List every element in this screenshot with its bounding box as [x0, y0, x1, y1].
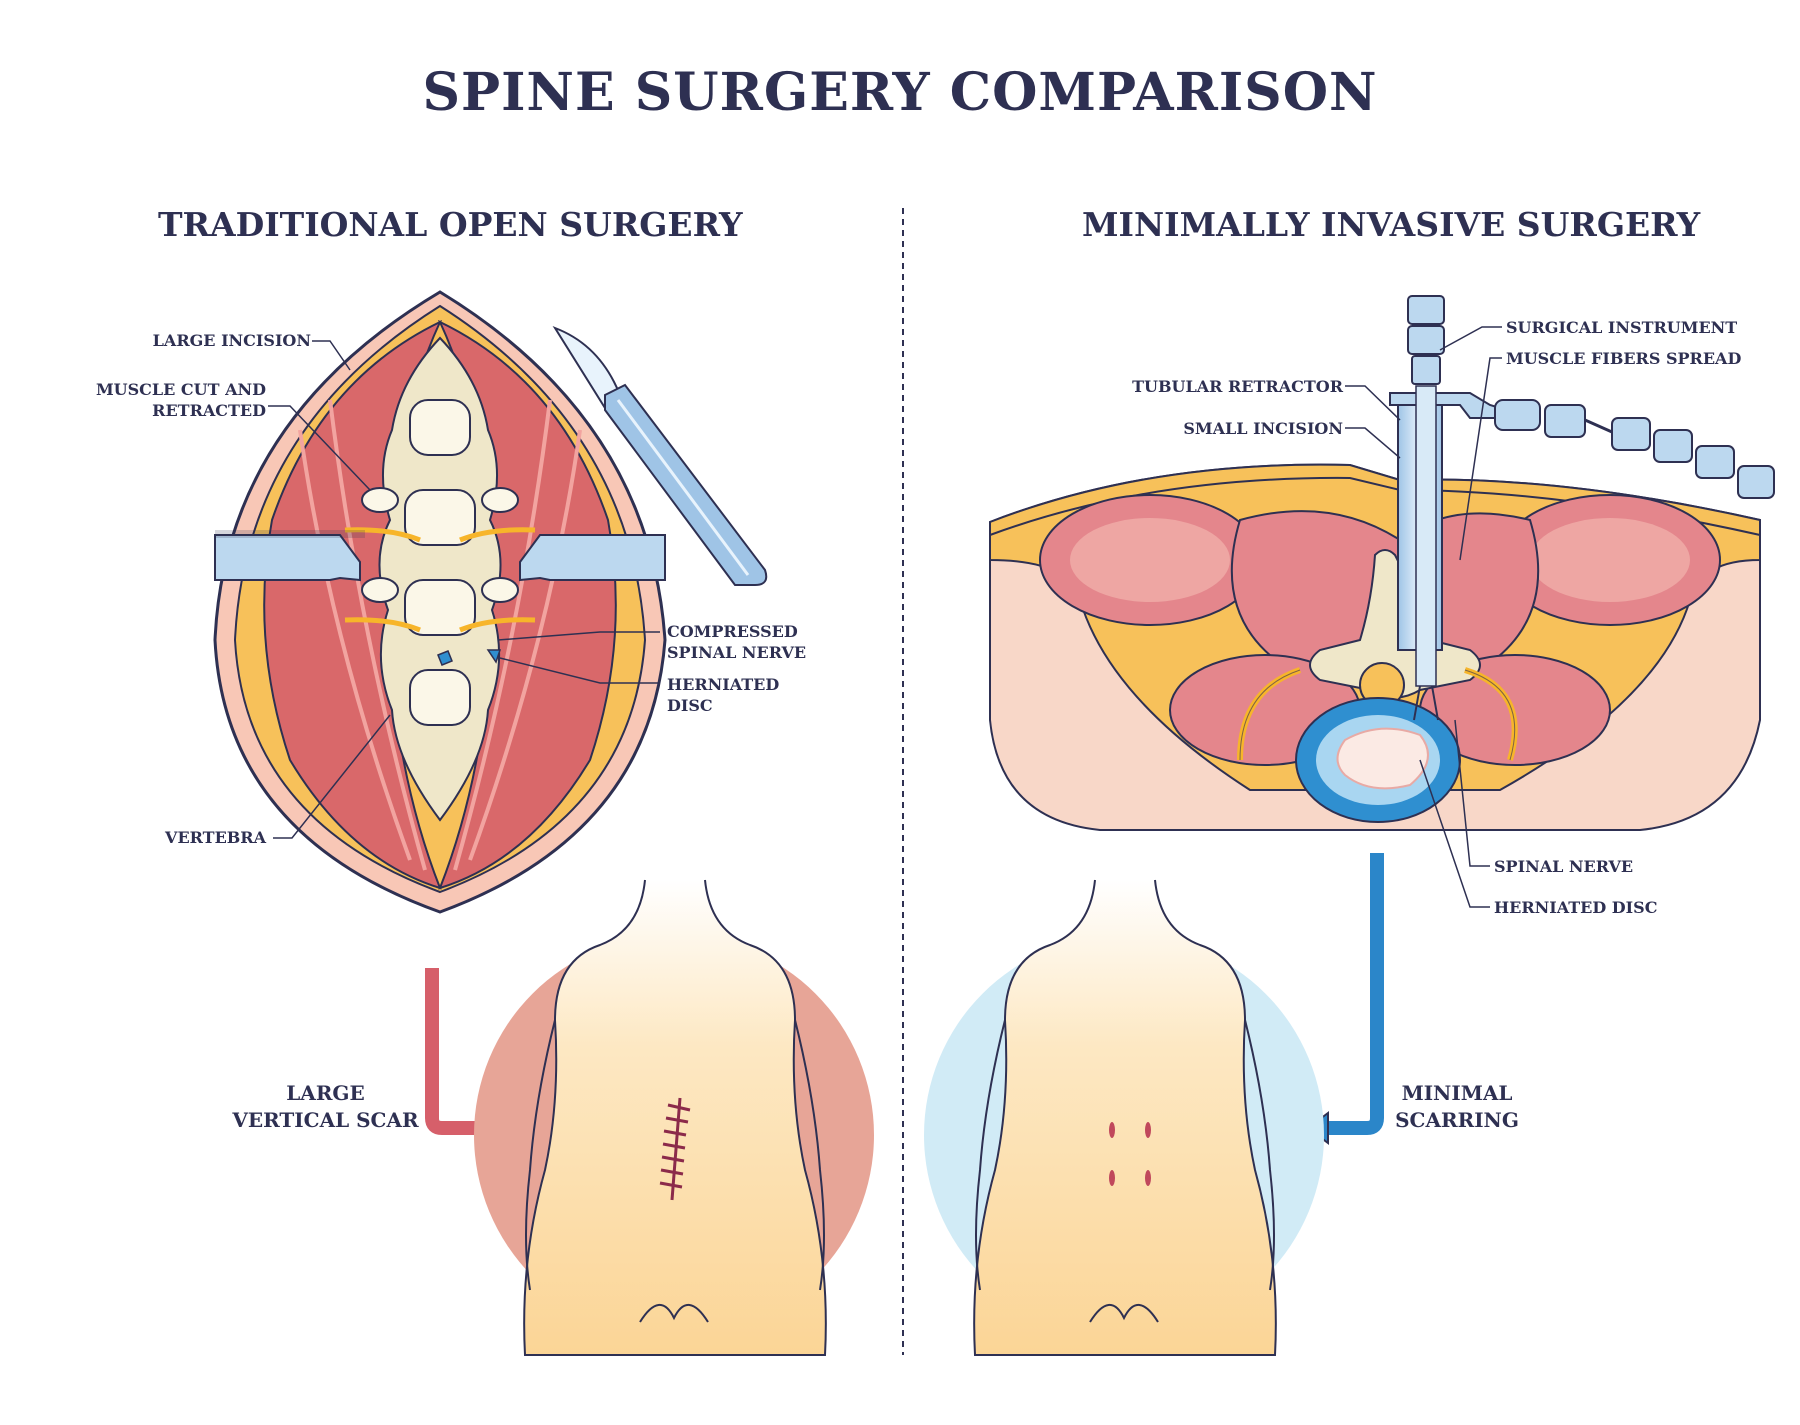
right-outcome-line2: SCARRING [1395, 1108, 1519, 1132]
label-muscle-cut-1: MUSCLE CUT AND [95, 380, 266, 399]
retractor-arm [1494, 399, 1775, 499]
scalpel [552, 326, 768, 586]
label-tubular-retractor: TUBULAR RETRACTOR [1132, 377, 1343, 396]
retractor-right [519, 534, 666, 582]
herniated-disc-mark [437, 650, 453, 666]
retractor-left [214, 530, 365, 582]
right-heading: MINIMALLY INVASIVE SURGERY [1082, 205, 1701, 244]
open-surgery-incision [213, 290, 667, 914]
label-vertebra: VERTEBRA [165, 828, 266, 847]
right-body [973, 879, 1277, 1356]
left-body [523, 879, 827, 1356]
label-muscle-cut-2: RETRACTED [152, 401, 266, 420]
mis-cross-section [989, 463, 1761, 831]
left-arrow [425, 968, 494, 1135]
label-large-incision: LARGE INCISION [152, 331, 311, 350]
right-outcome-line1: MINIMAL [1401, 1081, 1513, 1105]
surgical-instrument [1407, 295, 1445, 721]
label-compressed-1: COMPRESSED [667, 622, 798, 641]
left-heading: TRADITIONAL OPEN SURGERY [158, 205, 743, 244]
label-spinal-nerve: SPINAL NERVE [1494, 857, 1634, 876]
label-small-incision: SMALL INCISION [1183, 419, 1343, 438]
label-herniated-disc: HERNIATED DISC [1494, 898, 1658, 917]
label-muscle-fibers: MUSCLE FIBERS SPREAD [1506, 349, 1742, 368]
page-title: SPINE SURGERY COMPARISON [422, 62, 1378, 123]
label-compressed-2: SPINAL NERVE [667, 643, 807, 662]
vertical-scar [659, 1097, 691, 1201]
label-herniated-1: HERNIATED [667, 675, 780, 694]
label-herniated-2: DISC [667, 696, 713, 715]
minimal-scars [1109, 1122, 1151, 1186]
left-outcome-line2: VERTICAL SCAR [232, 1108, 419, 1132]
left-outcome-line1: LARGE [286, 1081, 365, 1105]
right-arrow [1325, 853, 1384, 1135]
label-surgical-instrument: SURGICAL INSTRUMENT [1506, 318, 1738, 337]
